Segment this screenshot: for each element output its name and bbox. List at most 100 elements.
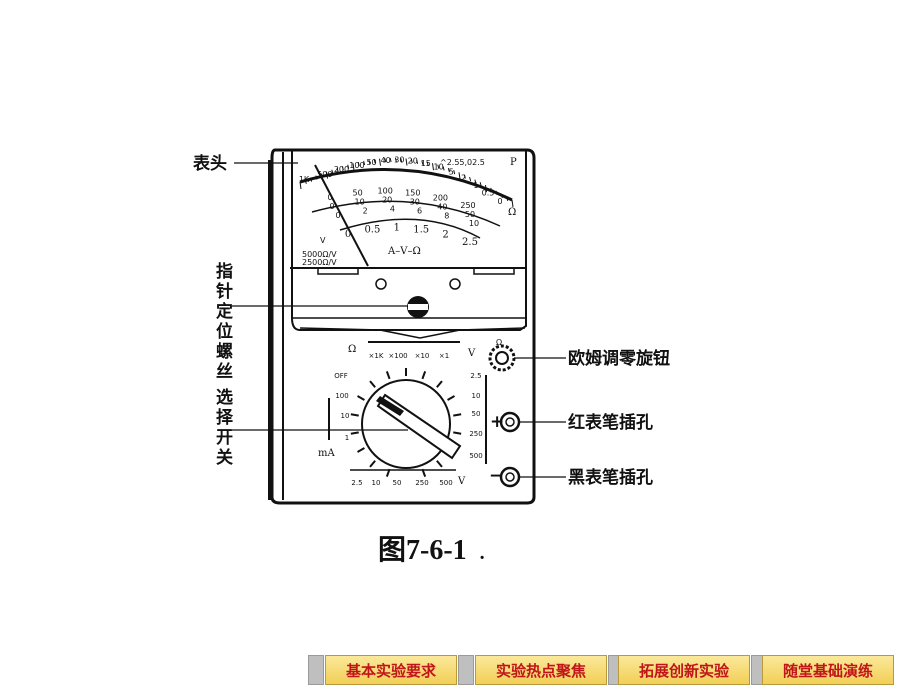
range-selector-knob[interactable]	[350, 368, 462, 477]
ohm-scale-number: 30	[394, 156, 404, 165]
selector-ma-range: 10	[341, 412, 350, 420]
black-probe-jack[interactable]	[499, 466, 521, 488]
dc-scale-number-250: 100	[378, 187, 393, 196]
meter-needle	[314, 164, 369, 267]
scale-center-text: A–V–Ω	[387, 246, 421, 257]
nav-arrow-1	[308, 655, 324, 685]
selector-ma-range: 100	[335, 392, 348, 400]
dc-scale-number-250: 50	[353, 189, 363, 198]
ohm-scale-number: 1K	[299, 175, 310, 184]
low-scale-number: 2.5	[462, 237, 478, 248]
dc-scale-number-10: 0	[335, 211, 340, 220]
vlabel-screw-text: 指针定位螺丝	[212, 261, 233, 382]
ohm-scale-number: 0.5	[482, 189, 495, 198]
nav-hot-topics[interactable]: 实验热点聚焦	[475, 655, 607, 685]
ohm-scale-number: 200	[334, 165, 349, 174]
selector-dcv-range: 250	[469, 430, 482, 438]
jack-minus-sign: −	[489, 466, 503, 486]
ohm-scale-number: 15	[421, 159, 431, 168]
ohm-zero-knob[interactable]	[488, 344, 516, 372]
dc-scale-number-50: 40	[437, 203, 447, 212]
selector-dcv-range: 2.5	[470, 372, 481, 380]
selector-ohm-range: ×100	[388, 352, 407, 360]
nav-basic-requirements[interactable]: 基本实验要求	[325, 655, 457, 685]
dc-scale-number-10: 4	[390, 205, 395, 214]
ohm-scale-number: 5	[449, 167, 454, 176]
nav-extension[interactable]: 拓展创新实验	[618, 655, 750, 685]
dc-scale-number-10: 2	[363, 207, 368, 216]
selector-acv-range: 50	[393, 479, 402, 487]
scale-top-right: P	[510, 157, 517, 168]
selector-ohm-range: ×1K	[369, 352, 384, 360]
dc-scale-number-50: 20	[382, 196, 392, 205]
label-red-jack: 红表笔插孔	[568, 412, 653, 433]
low-scale-arc	[339, 218, 481, 239]
low-scale-number: 1.5	[413, 224, 429, 235]
dc-scale-number-10: 10	[469, 219, 479, 228]
selector-ma-range: 1	[345, 434, 349, 442]
figure-caption: 图7-6-1 .	[378, 528, 485, 568]
selector-dcv-range: 10	[472, 392, 481, 400]
meter-window	[291, 150, 527, 331]
selector-v-label: V	[457, 476, 466, 487]
scale-top-code: ^2.55,02.5	[440, 158, 485, 167]
scale-spec-2500: 2500Ω/V	[302, 258, 337, 267]
selector-acv-range: 2.5	[351, 479, 362, 487]
selector-v-top: V	[467, 348, 476, 359]
dc-scale-number-10: 8	[444, 212, 449, 221]
ohm-scale-number: 2	[461, 174, 466, 183]
scale-spec-5000: 5000Ω/V	[302, 250, 337, 259]
nav-arrow-2	[458, 655, 474, 685]
dc-scale-number-250: 150	[405, 188, 420, 197]
scale-left-v: V	[320, 236, 326, 245]
ohm-scale-number: 100	[349, 161, 364, 170]
low-scale-number: 0	[345, 229, 351, 240]
dc-scale-number-250: 200	[433, 194, 448, 203]
caption-suffix: .	[479, 542, 485, 564]
selector-acv-range: 500	[439, 479, 452, 487]
dc-scale-number-10: 6	[417, 206, 422, 215]
ohm-scale-number: 1	[473, 181, 478, 190]
caption-text: 图7-6-1	[378, 535, 467, 566]
red-probe-jack[interactable]	[499, 411, 521, 433]
selector-ma-range: OFF	[334, 372, 348, 380]
dc-scale-number-50: 10	[355, 198, 365, 207]
selector-ma-label: mA	[318, 448, 335, 459]
label-pointer-screw: 指针定位螺丝	[212, 261, 233, 382]
selector-acv-range: 250	[415, 479, 428, 487]
nav-practice[interactable]: 随堂基础演练	[762, 655, 894, 685]
dc-scale-number-250: 0	[327, 193, 332, 202]
vlabel-selector-text: 选择开关	[212, 388, 233, 468]
selector-dcv-range: 50	[472, 410, 481, 418]
label-ohm-zero-knob: 欧姆调零旋钮	[568, 348, 670, 369]
ohm-scale-number: 0	[497, 197, 502, 206]
selector-ohm-range: ×1	[439, 352, 449, 360]
dc-scale-number-50: 30	[410, 197, 420, 206]
meter-body	[270, 148, 536, 505]
pointer-position-screw[interactable]	[407, 296, 429, 318]
dc-scale-number-50: 50	[465, 210, 475, 219]
selector-dcv-range: 500	[469, 452, 482, 460]
selector-ohm-range: ×10	[415, 352, 430, 360]
bottom-nav: 基本实验要求 实验热点聚焦 拓展创新实验 随堂基础演练	[0, 655, 920, 690]
low-scale-number: 1	[394, 223, 400, 234]
jack-plus-sign: +	[490, 412, 504, 432]
low-scale-number: 2	[442, 230, 448, 241]
ohm-scale-number: 500	[317, 170, 332, 179]
ohm-scale-number: 10	[434, 162, 444, 171]
ohm-scale-number: 20	[408, 157, 418, 166]
label-selector: 选择开关	[212, 388, 233, 468]
dc-scale-number-250: 250	[460, 201, 475, 210]
selector-omega: Ω	[348, 344, 356, 355]
label-black-jack: 黑表笔插孔	[568, 467, 653, 488]
scale-ohm-symbol: Ω	[508, 207, 516, 218]
ohm-knob-symbol: Ω	[496, 338, 502, 347]
label-meter-head: 表头	[193, 153, 227, 174]
selector-acv-range: 10	[372, 479, 381, 487]
ohm-scale-number: 40	[381, 156, 391, 165]
ohm-scale-number: 50	[366, 158, 376, 167]
low-scale-number: 0.5	[364, 225, 380, 236]
dc-scale-number-50: 0	[329, 202, 334, 211]
